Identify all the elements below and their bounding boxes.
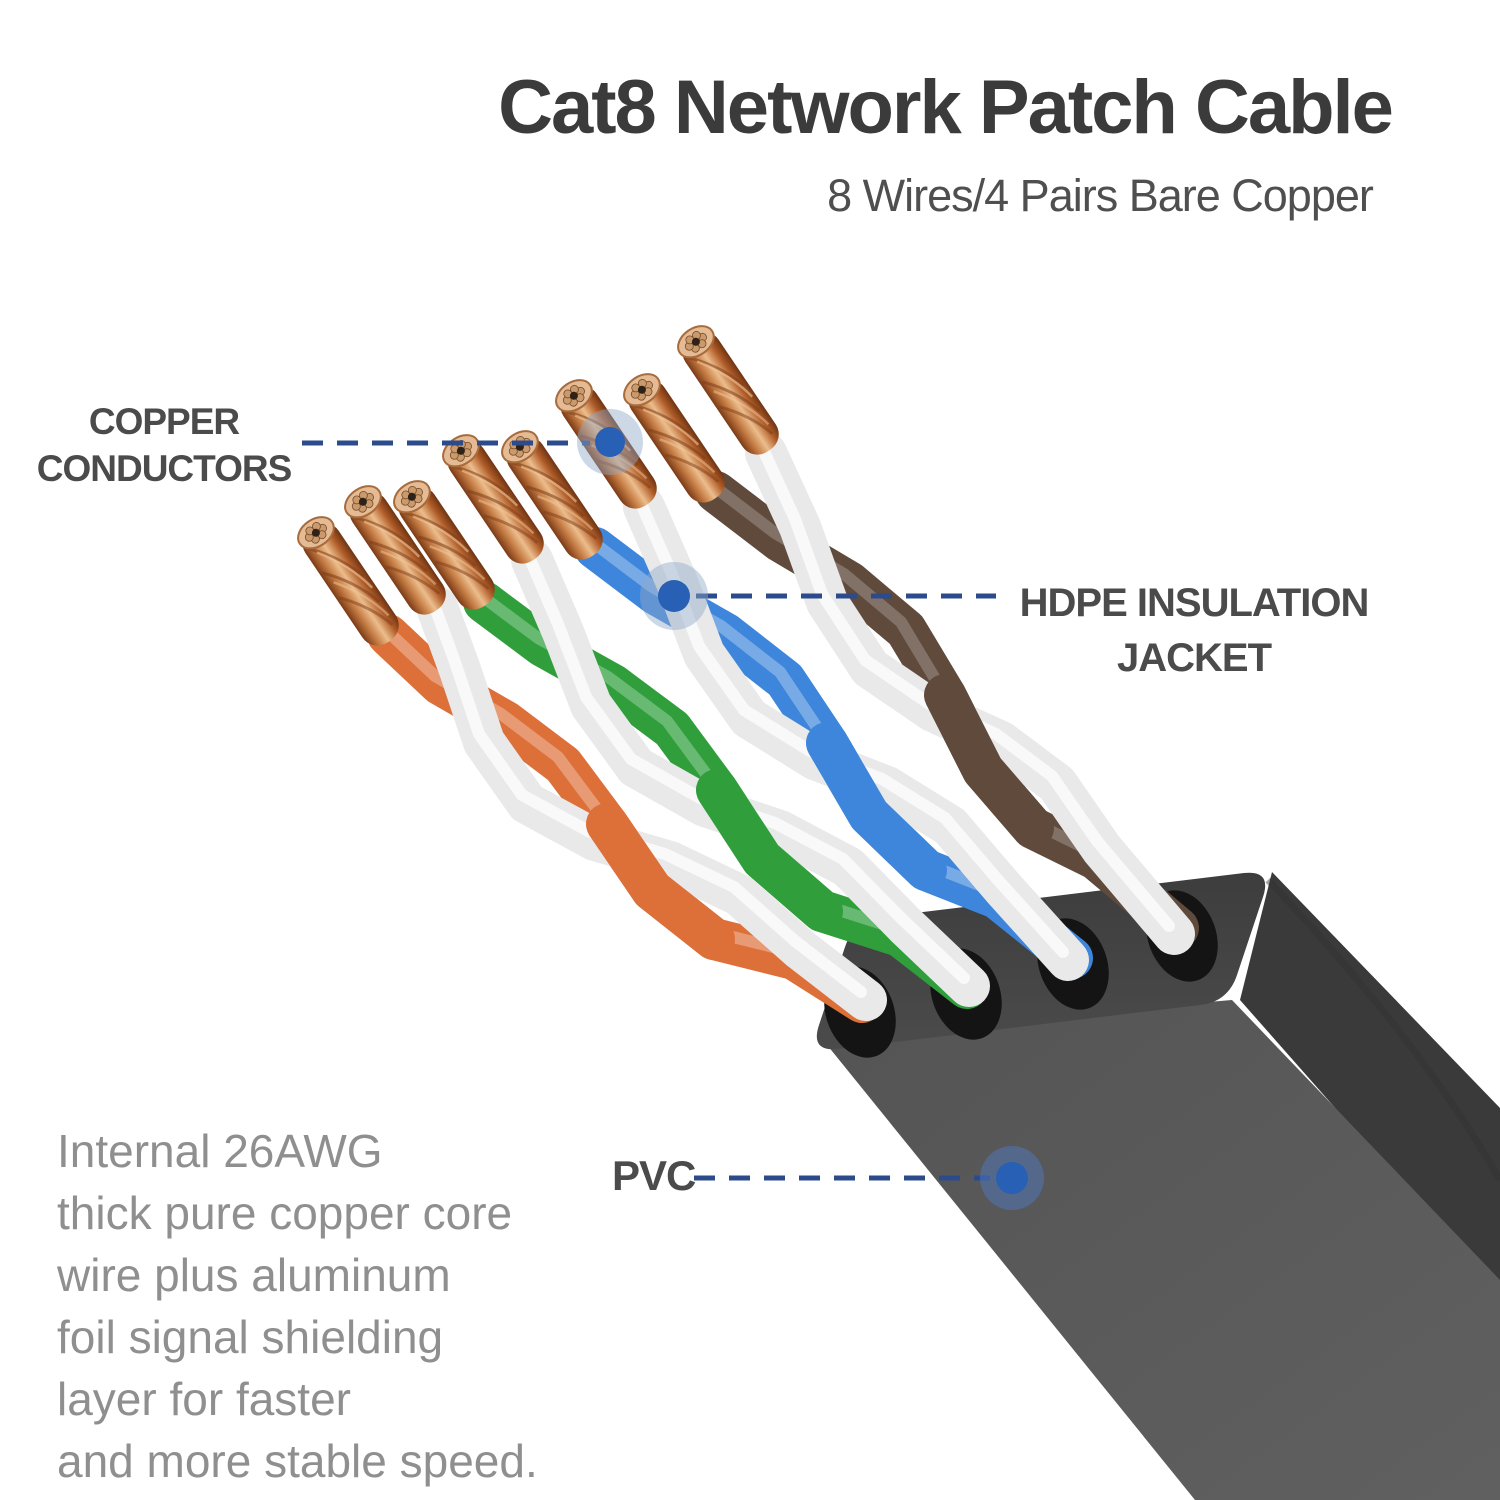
label-copper-line2: CONDUCTORS [36,448,293,489]
description-line: thick pure copper core [57,1187,513,1239]
label-pvc: PVC [612,1152,696,1199]
wire-pair-green [463,539,990,1009]
description-paragraph: Internal 26AWG thick pure copper core wi… [57,1120,617,1492]
pvc-dot [996,1162,1028,1194]
description-line: wire plus aluminum [57,1249,451,1301]
label-copper-line1: COPPER [88,401,240,442]
label-copper-conductors: COPPER CONDUCTORS [18,398,310,492]
description-line: and more stable speed. [57,1435,538,1487]
cable-front-face [819,1000,1500,1500]
page-title: Cat8 Network Patch Cable [498,65,1394,150]
label-hdpe-line2: JACKET [1116,636,1272,680]
label-hdpe-insulation: HDPE INSULATION JACKET [988,576,1400,686]
label-hdpe-line1: HDPE INSULATION [1019,581,1370,625]
wire-pair-orange [367,586,887,1023]
description-line: Internal 26AWG [57,1125,383,1177]
page-subtitle: 8 Wires/4 Pairs Bare Copper [827,170,1374,221]
cable-side-seam [1265,877,1500,1182]
copper-conductors-dot [595,427,625,457]
description-line: layer for faster [57,1373,351,1425]
copper-conductors-leader [302,409,643,475]
wire-pair-brown [695,432,1199,955]
description-line: foil signal shielding [57,1311,444,1363]
hdpe-leader [640,562,996,630]
hdpe-dot [658,580,690,612]
pvc-leader [694,1146,1044,1210]
cable-side-face [1240,872,1500,1295]
